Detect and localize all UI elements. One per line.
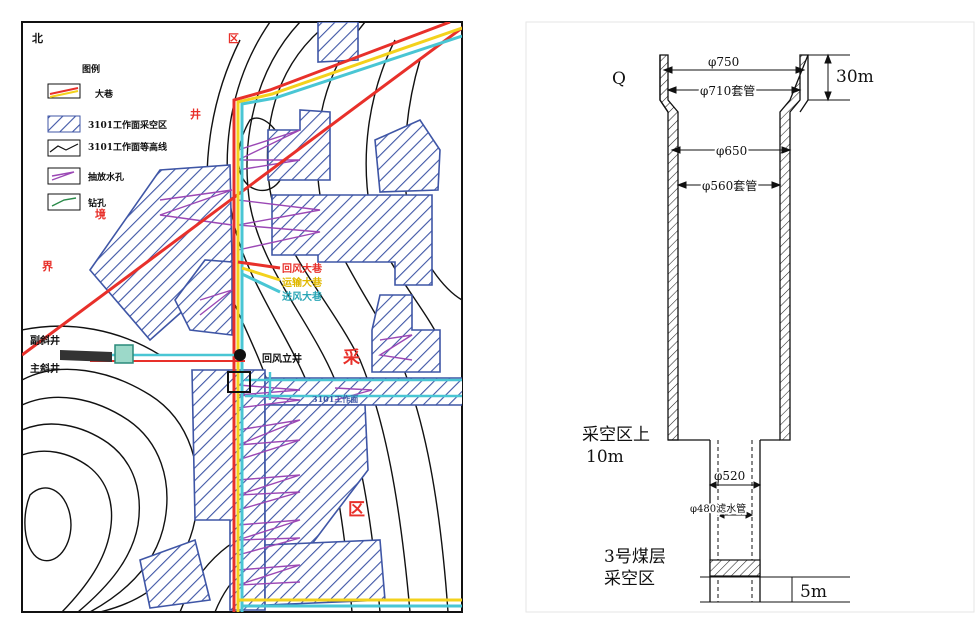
legend-item-2: 3101工作面采空区 <box>88 119 167 131</box>
label-above-goaf-2: 10m <box>586 447 624 467</box>
diagram-labels: Q 30m φ750 φ710套管 φ650 φ560套管 采空区上 10m φ… <box>582 55 874 602</box>
legend-item-3: 3101工作面等高线 <box>88 141 167 153</box>
label-phi560: φ560套管 <box>702 178 757 193</box>
roadway-label-intake: 进风大巷 <box>282 290 323 303</box>
diagram-frame <box>525 21 975 613</box>
shaft-label-main: 主斜井 <box>30 362 60 375</box>
label-phi710: φ710套管 <box>700 83 755 98</box>
boundary-char-3: 境 <box>95 207 106 221</box>
label-top-height: 30m <box>836 67 874 87</box>
boundary-labels: 区 井 境 界 <box>42 32 239 273</box>
legend-title: 图例 <box>82 63 100 75</box>
label-q: Q <box>612 69 626 89</box>
label-seam-2: 采空区 <box>604 569 655 589</box>
boundary-char-2: 井 <box>190 107 201 121</box>
map-legend: 北 图例 大巷 3101工作面采空区 3101工作面等高线 抽放水孔 钻孔 <box>32 31 167 211</box>
area-char-1: 采 <box>342 348 360 368</box>
roadway-label-transport: 运输大巷 <box>282 276 323 289</box>
dimension-lines <box>662 53 832 602</box>
shaft-symbols <box>60 344 251 393</box>
boundary-char-1: 区 <box>228 32 239 45</box>
label-phi520: φ520 <box>714 469 745 483</box>
legend-item-1: 大巷 <box>95 88 114 100</box>
label-above-goaf-1: 采空区上 <box>582 425 650 445</box>
shaft-label-return: 回风立井 <box>262 352 302 365</box>
label-phi750: φ750 <box>708 55 739 69</box>
north-label: 北 <box>32 31 43 45</box>
shaft-label-auxiliary: 副斜井 <box>30 334 60 347</box>
label-phi650: φ650 <box>716 144 747 158</box>
label-phi480: φ480滤水管 <box>690 502 746 515</box>
mine-map: 区 井 境 界 北 图例 大巷 3101工作面采空区 3101工作面等高线 抽放… <box>21 21 463 613</box>
panel-label: 3101工作面 <box>312 394 358 404</box>
label-seam-1: 3号煤层 <box>604 547 666 567</box>
boundary-char-4: 界 <box>42 260 53 273</box>
legend-item-4: 抽放水孔 <box>88 171 124 183</box>
roadway-label-return: 回风大巷 <box>282 262 323 275</box>
area-char-2: 区 <box>348 500 365 520</box>
well-diagram: Q 30m φ750 φ710套管 φ650 φ560套管 采空区上 10m φ… <box>525 21 975 613</box>
map-labels: 回风大巷 运输大巷 进风大巷 副斜井 主斜井 回风立井 采 区 3101工作面 <box>30 262 365 520</box>
goaf-areas <box>88 22 462 611</box>
legend-item-5: 钻孔 <box>88 197 106 209</box>
label-bottom-height: 5m <box>800 582 827 602</box>
